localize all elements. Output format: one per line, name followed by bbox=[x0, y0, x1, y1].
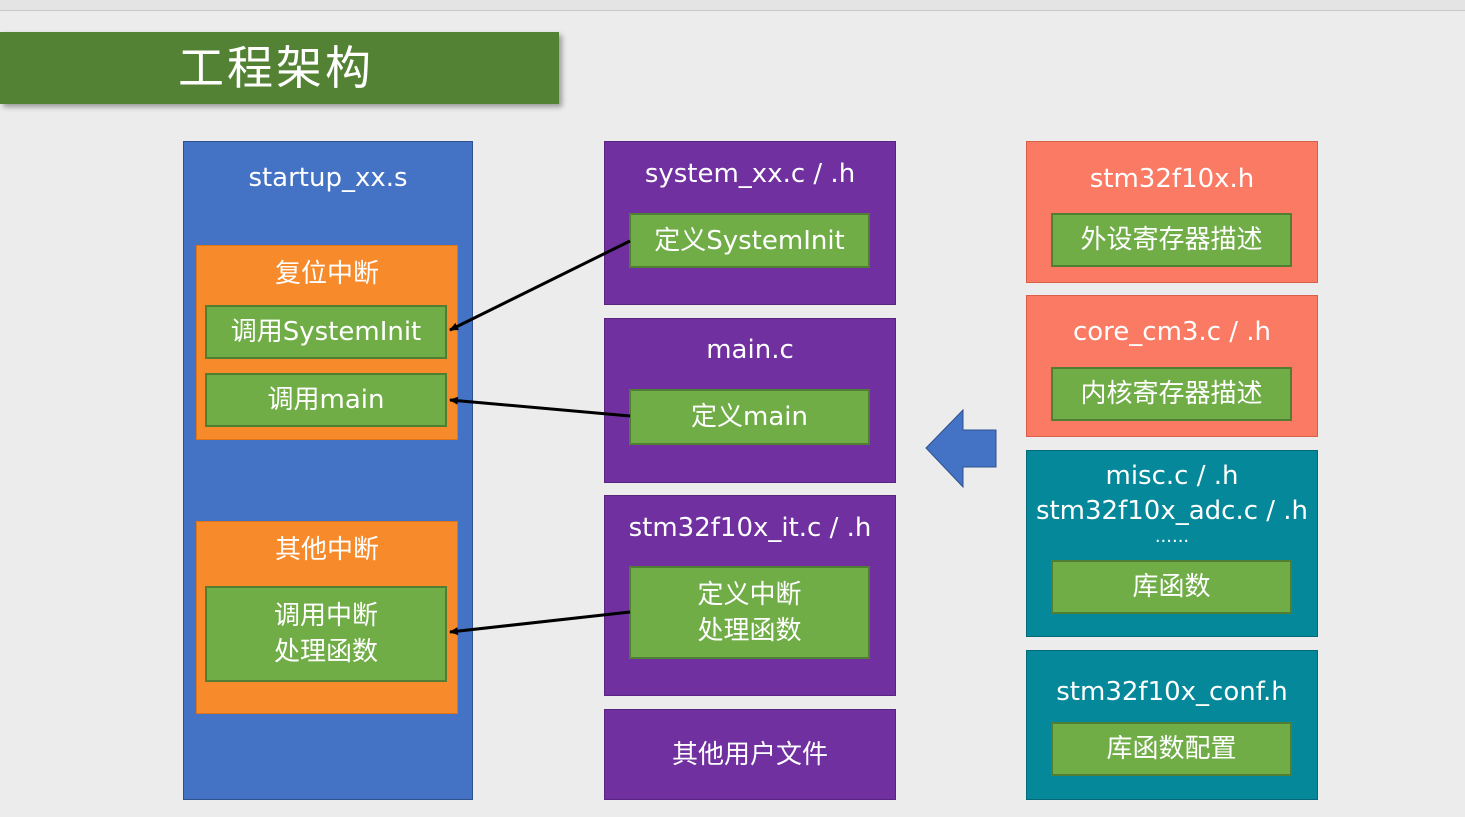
call-handler-box: 调用中断 处理函数 bbox=[205, 586, 447, 682]
conf-file-name: stm32f10x_conf.h bbox=[1056, 677, 1288, 707]
page-title: 工程架构 bbox=[178, 41, 374, 95]
core-register-label: 内核寄存器描述 bbox=[1080, 379, 1263, 409]
call-main-box: 调用main bbox=[205, 373, 447, 427]
title-banner: 工程架构 bbox=[0, 32, 559, 104]
startup-file-name: startup_xx.s bbox=[248, 163, 408, 193]
top-window-edge bbox=[0, 0, 1465, 11]
adc-file-name: stm32f10x_adc.c / .h bbox=[1035, 496, 1309, 526]
library-functions-box: 库函数 bbox=[1051, 560, 1292, 614]
core-cm3-name: core_cm3.c / .h bbox=[1072, 317, 1272, 347]
library-functions-label: 库函数 bbox=[1132, 572, 1211, 602]
it-file-name: stm32f10x_it.c / .h bbox=[628, 513, 872, 543]
misc-file-name: misc.c / .h bbox=[1105, 461, 1239, 491]
left-arrow-icon bbox=[925, 408, 997, 489]
call-systeminit-label: 调用SystemInit bbox=[230, 317, 422, 347]
call-main-label: 调用main bbox=[267, 385, 385, 415]
define-main-label: 定义main bbox=[691, 402, 808, 432]
main-call-arrow bbox=[449, 396, 631, 418]
define-systeminit-box: 定义SystemInit bbox=[629, 213, 870, 268]
library-config-label: 库函数配置 bbox=[1106, 734, 1237, 764]
define-systeminit-label: 定义SystemInit bbox=[654, 225, 845, 256]
define-handler-box: 定义中断 处理函数 bbox=[629, 566, 870, 659]
main-file-name: main.c bbox=[706, 335, 794, 365]
other-user-files-block: 其他用户文件 bbox=[604, 709, 896, 800]
peripheral-register-label: 外设寄存器描述 bbox=[1080, 225, 1263, 255]
stm32f10x-header-name: stm32f10x.h bbox=[1089, 164, 1255, 194]
other-user-files-label: 其他用户文件 bbox=[671, 740, 828, 770]
call-systeminit-box: 调用SystemInit bbox=[205, 305, 447, 359]
handler-call-arrow bbox=[449, 610, 631, 636]
core-register-box: 内核寄存器描述 bbox=[1051, 367, 1292, 421]
more-files-ellipsis: ...... bbox=[1154, 526, 1190, 547]
call-handler-label: 调用中断 处理函数 bbox=[273, 601, 378, 667]
other-interrupt-title: 其他中断 bbox=[274, 535, 379, 565]
systeminit-call-arrow bbox=[449, 239, 631, 332]
define-main-box: 定义main bbox=[629, 389, 870, 445]
system-file-name: system_xx.c / .h bbox=[644, 159, 856, 189]
library-config-box: 库函数配置 bbox=[1051, 722, 1292, 776]
peripheral-register-box: 外设寄存器描述 bbox=[1051, 213, 1292, 267]
reset-interrupt-title: 复位中断 bbox=[274, 259, 379, 289]
define-handler-label: 定义中断 处理函数 bbox=[697, 579, 802, 646]
